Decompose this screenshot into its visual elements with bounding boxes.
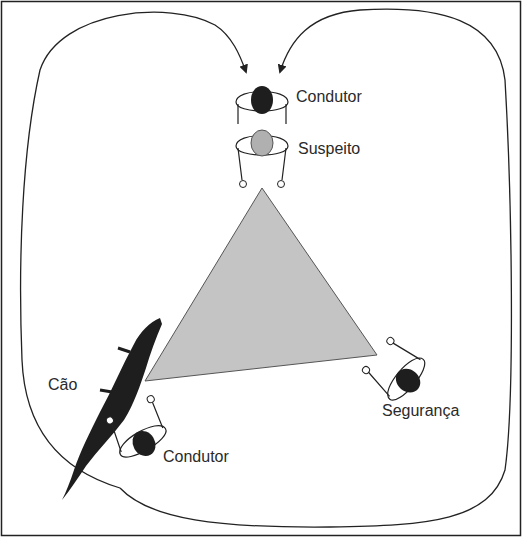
- security-figure: [359, 333, 435, 409]
- figure-label: Condutor: [163, 448, 229, 466]
- suspect-figure: [236, 130, 288, 188]
- path-loop: [21, 12, 246, 488]
- dog-figure: [62, 318, 162, 500]
- figure-label: Segurança: [382, 402, 459, 420]
- figure-label: Suspeito: [298, 140, 360, 158]
- triangle: [145, 188, 377, 381]
- path-loop: [120, 9, 511, 527]
- figure-label: Condutor: [296, 88, 362, 106]
- figure-label: Cão: [48, 376, 77, 394]
- handler-figure: [236, 86, 288, 124]
